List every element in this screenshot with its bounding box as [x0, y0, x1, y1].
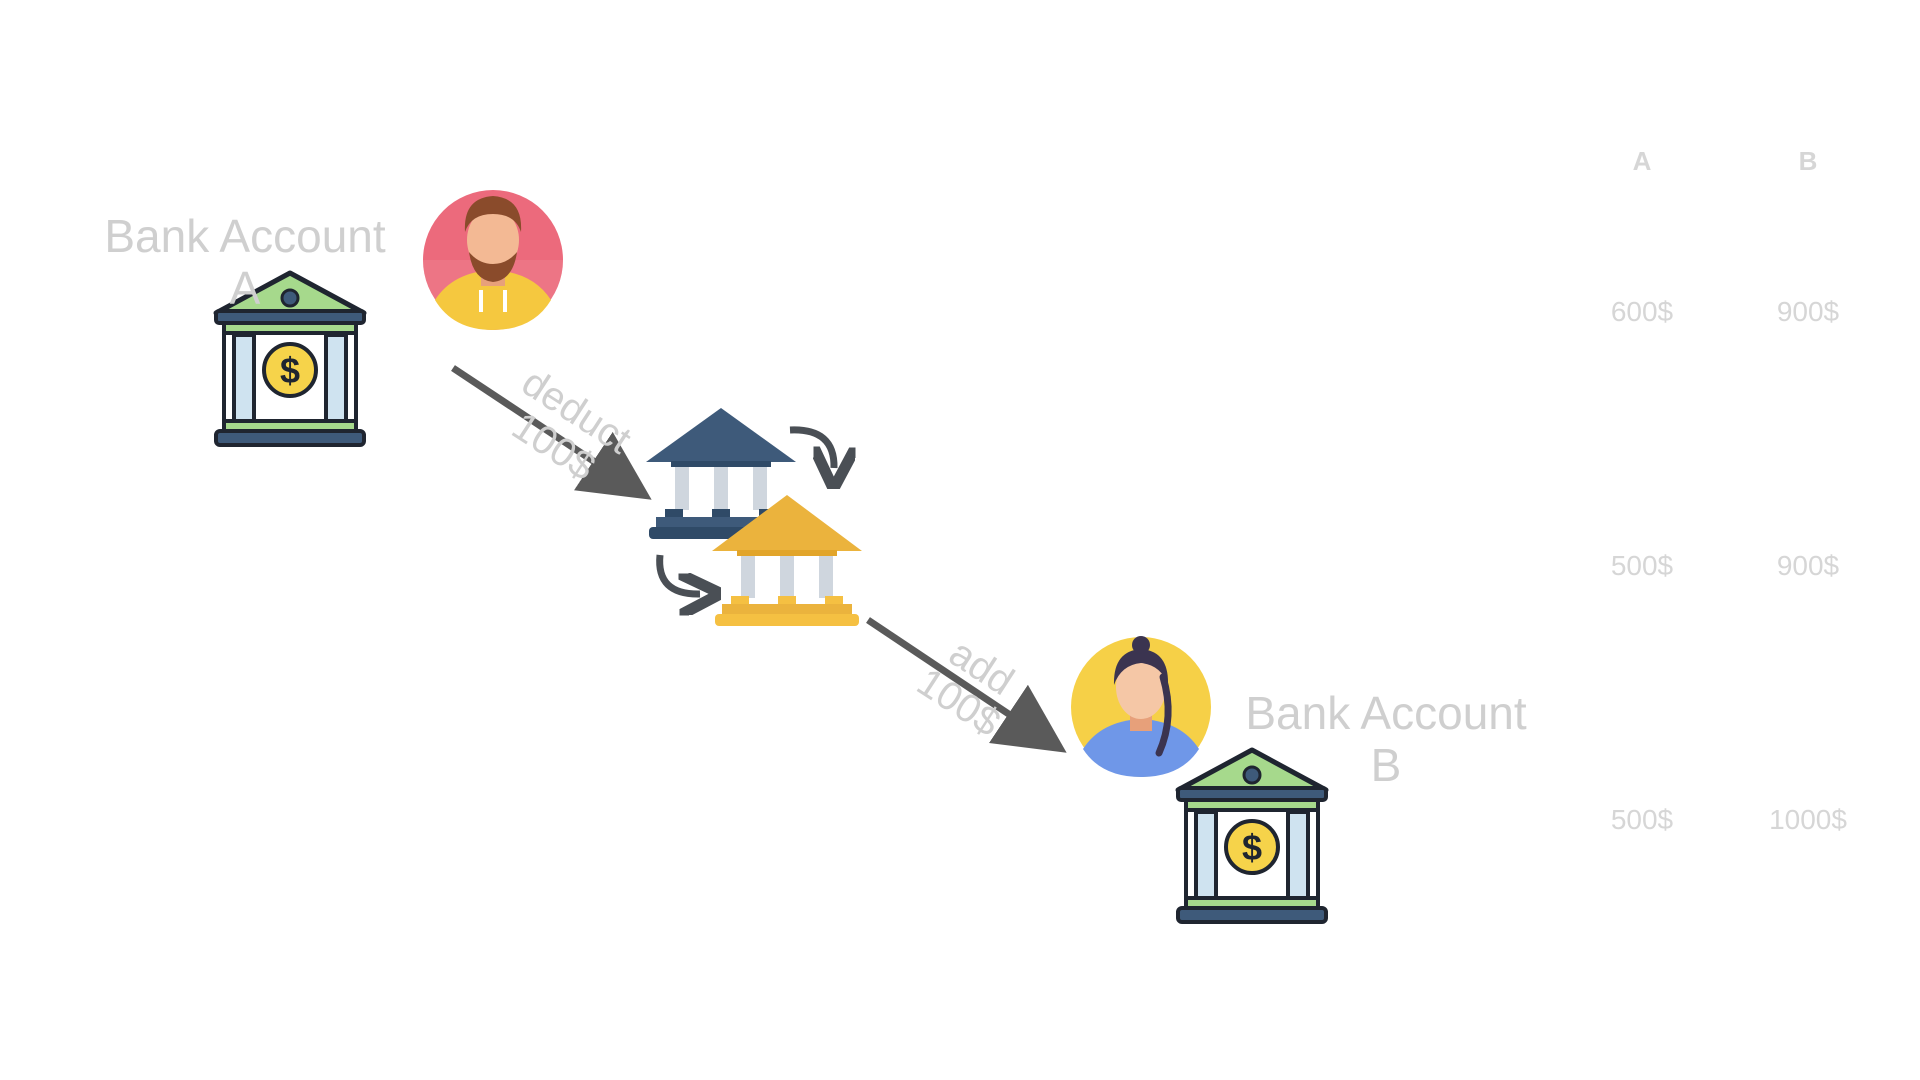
balance-cell-row1-a: 600$: [1610, 296, 1674, 327]
bank-icon-b: $: [1175, 747, 1329, 924]
balance-column-header-b: B: [1798, 146, 1818, 176]
account-b-label-line1: Bank Account: [1245, 687, 1527, 739]
balance-cell-row2-b: 900$: [1776, 550, 1840, 581]
balance-column-header-a: A: [1632, 146, 1652, 176]
account-b-label-line2: B: [1370, 739, 1402, 791]
account-a-label-line2: A: [229, 262, 261, 314]
arrow-icon-deduct: [451, 365, 652, 500]
account-b-label: Bank Account B: [1221, 687, 1551, 791]
svg-text:$: $: [280, 350, 300, 391]
svg-text:$: $: [1242, 827, 1262, 868]
balance-cell-row3-a: 500$: [1610, 804, 1674, 835]
account-a-label: Bank Account A: [80, 210, 410, 314]
balance-cell-row1-b: 900$: [1776, 296, 1840, 327]
arrow-icon-add: [866, 617, 1067, 753]
woman-avatar-icon: [1071, 636, 1211, 777]
man-avatar-icon: [423, 190, 563, 330]
balance-cell-row2-a: 500$: [1610, 550, 1674, 581]
bank-transfer-icon: [646, 408, 862, 626]
bank-icon-a: $: [213, 270, 367, 447]
account-a-label-line1: Bank Account: [104, 210, 386, 262]
balance-cell-row3-b: 1000$: [1769, 804, 1847, 835]
